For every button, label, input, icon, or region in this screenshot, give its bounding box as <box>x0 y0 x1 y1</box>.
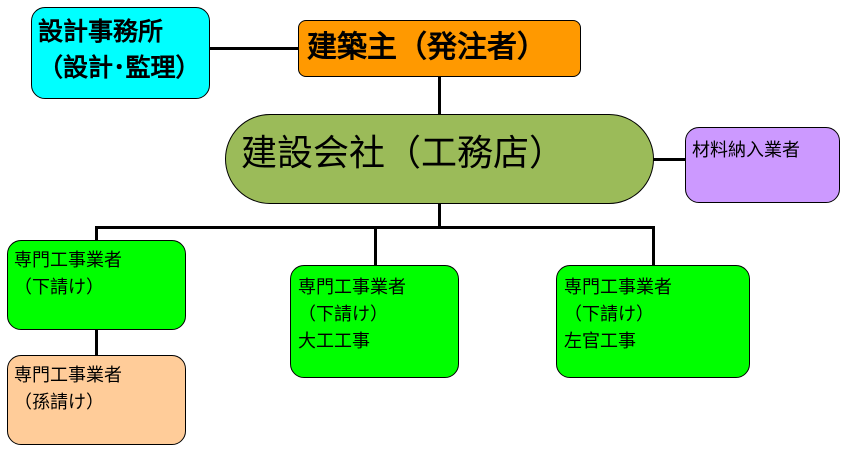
connector-branch-middle <box>374 226 377 266</box>
node-sub-subcontractor: 専門工事業者 （孫請け） <box>7 355 186 445</box>
node-subcontractor-left: 専門工事業者 （下請け） <box>7 240 186 330</box>
node-contractor: 建設会社（工務店） <box>225 114 654 204</box>
node-text-line: 専門工事業者 <box>14 365 122 386</box>
node-text-line: 専門工事業者 <box>14 250 122 271</box>
node-text-line: （下請け） <box>14 277 104 298</box>
node-subcontractor-right: 専門工事業者 （下請け） 左官工事 <box>556 265 750 378</box>
node-text-line: 設計事務所 <box>38 17 164 46</box>
node-material-supplier: 材料納入業者 <box>685 127 840 203</box>
node-text-line: （下請け） <box>564 304 654 325</box>
node-text-line: （設計･監理） <box>38 53 201 82</box>
node-text-line: （孫請け） <box>14 392 104 413</box>
connector-contractor-trunk <box>438 203 441 227</box>
node-owner: 建築主（発注者） <box>298 20 581 77</box>
node-subcontractor-middle: 専門工事業者 （下請け） 大工工事 <box>290 265 459 378</box>
connector-design-owner <box>209 47 299 50</box>
node-text-line: 材料納入業者 <box>692 140 800 161</box>
node-text-line: 大工工事 <box>298 331 370 352</box>
node-text-line: 左官工事 <box>564 331 636 352</box>
node-text-line: （下請け） <box>298 304 388 325</box>
connector-sub-subsub <box>95 329 98 356</box>
node-design-office: 設計事務所 （設計･監理） <box>31 7 210 99</box>
node-text-line: 専門工事業者 <box>298 277 406 298</box>
connector-owner-contractor <box>438 77 441 114</box>
node-text-line: 専門工事業者 <box>564 277 672 298</box>
node-text-line: 建設会社（工務店） <box>241 133 566 174</box>
connector-branch-right <box>652 226 655 266</box>
connector-contractor-supplier <box>653 158 686 161</box>
connector-branch-left <box>95 226 98 241</box>
node-text-line: 建築主（発注者） <box>307 30 547 65</box>
